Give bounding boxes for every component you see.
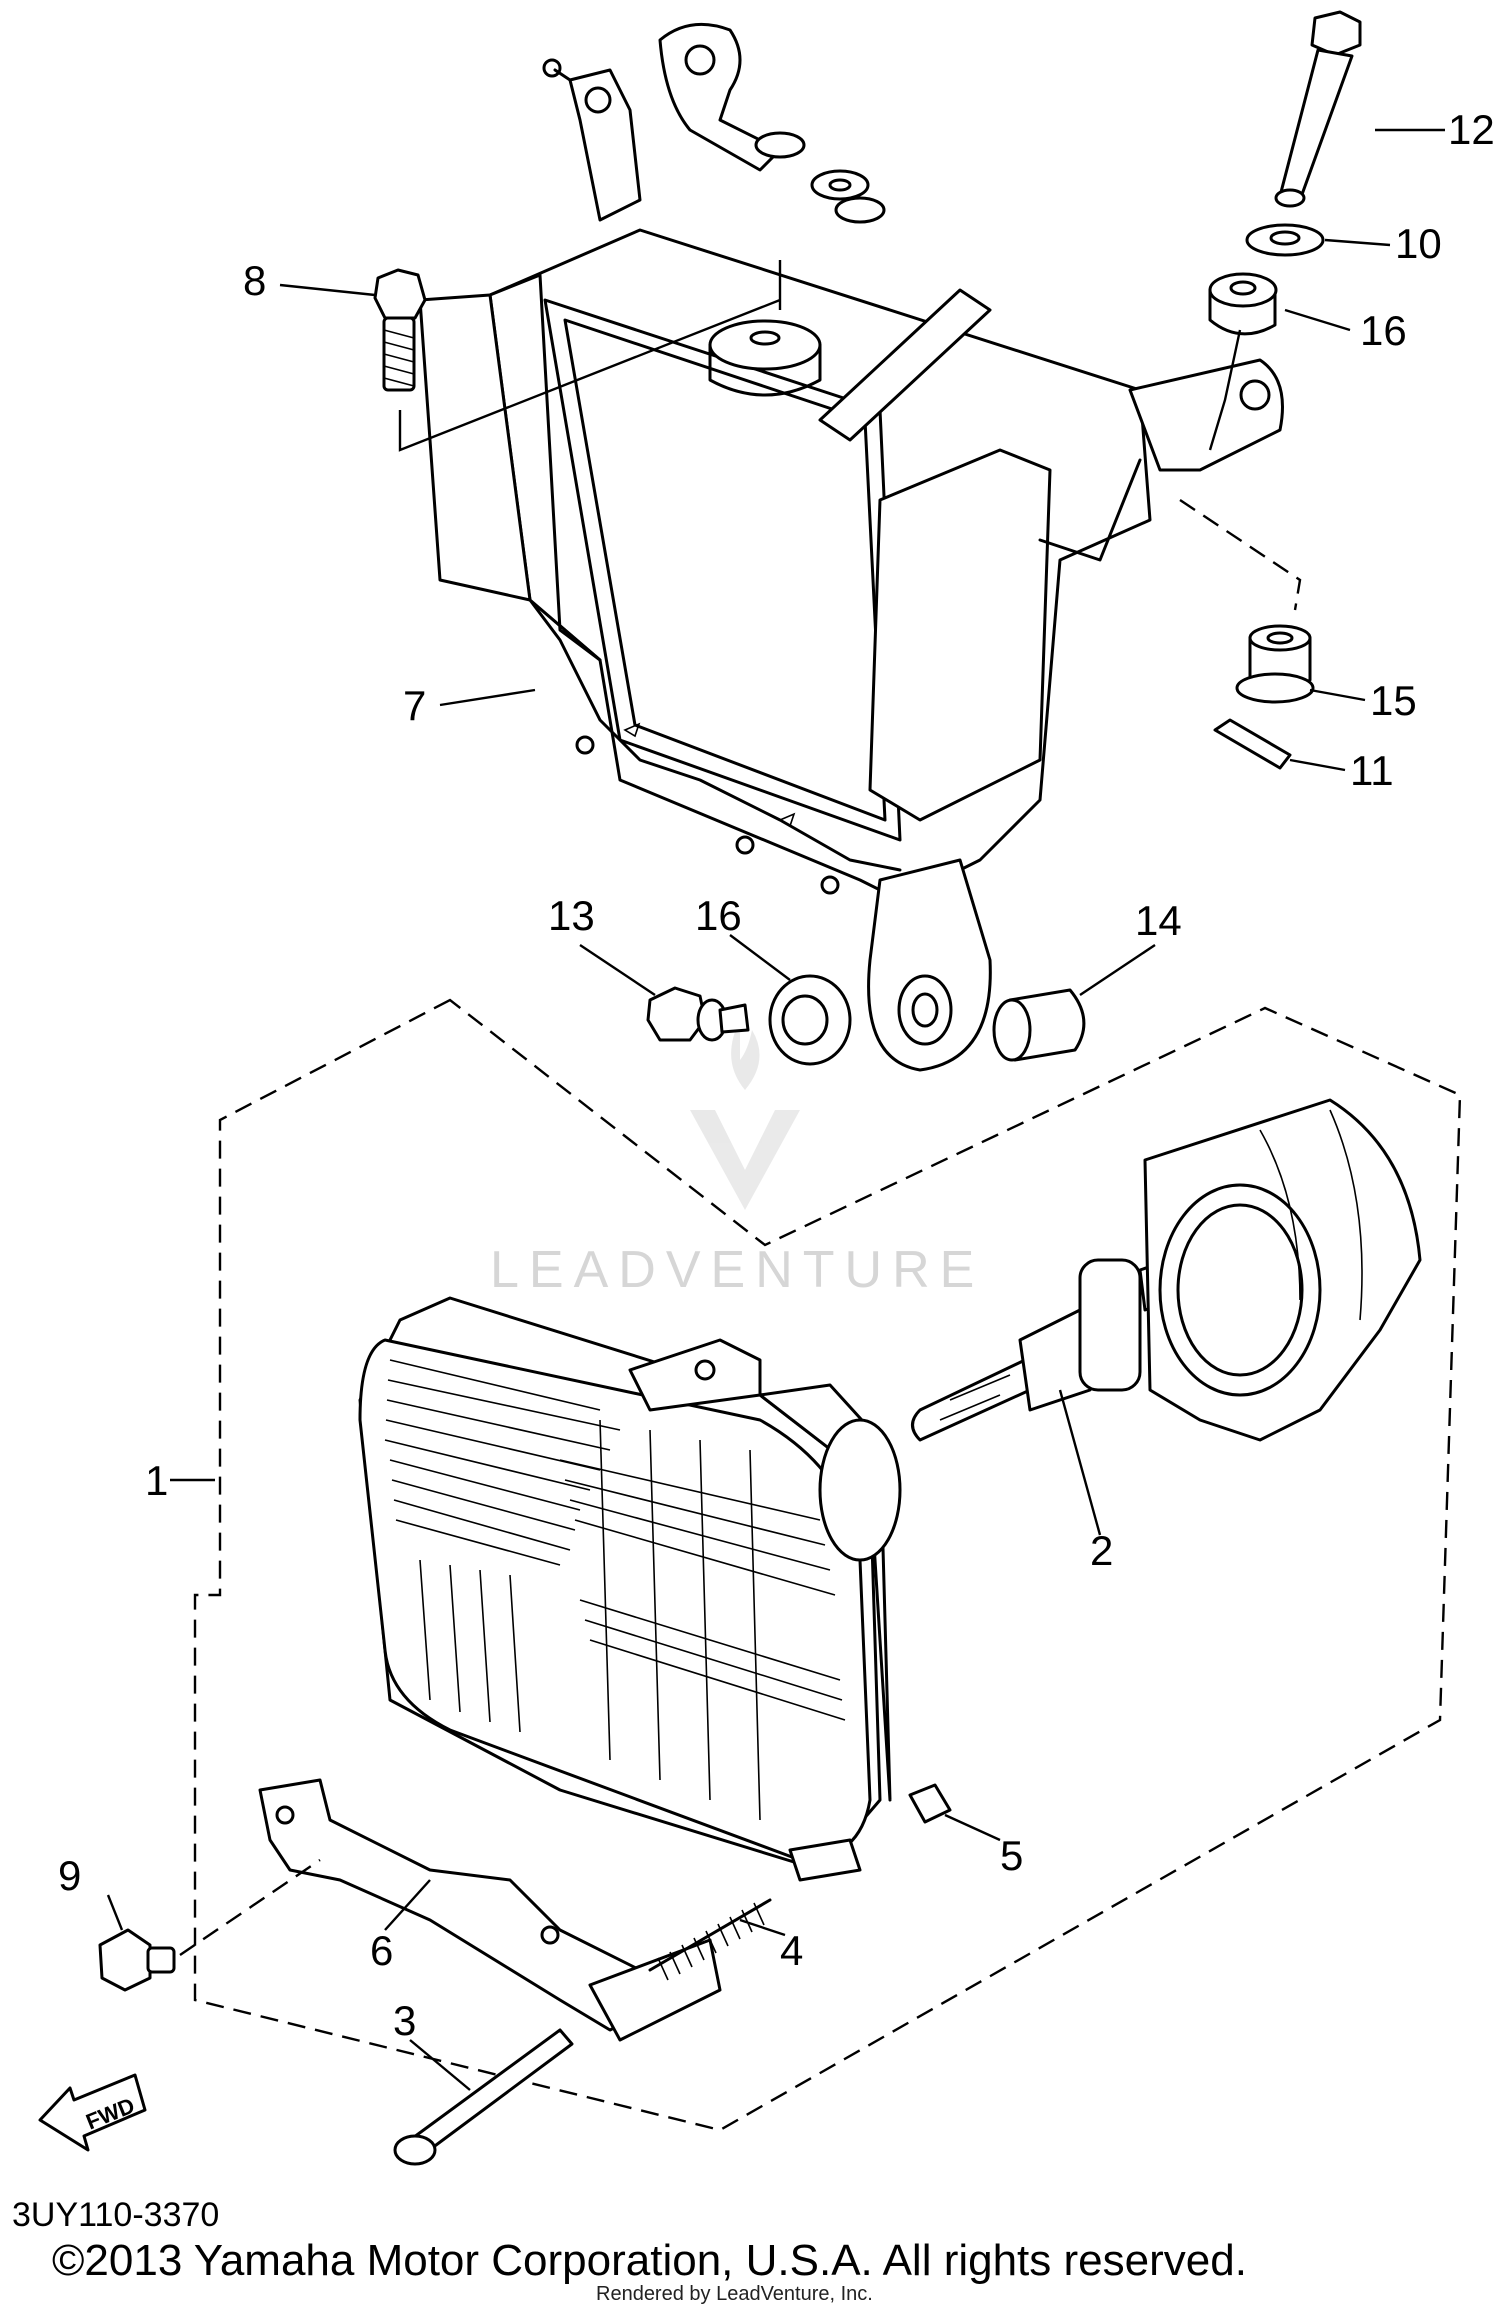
headlight-unit xyxy=(358,1296,902,1882)
callout-3: 3 xyxy=(393,1997,416,2044)
callout-8: 8 xyxy=(243,257,266,304)
grommet-16-upper xyxy=(1208,272,1278,336)
callout-6: 6 xyxy=(370,1927,393,1974)
callout-7: 7 xyxy=(403,682,426,729)
callout-15: 15 xyxy=(1370,677,1417,724)
bolt-12 xyxy=(1274,10,1362,208)
callout-4: 4 xyxy=(780,1927,803,1974)
spring-4 xyxy=(648,1898,772,1981)
bolt-9 xyxy=(98,1928,176,1992)
callout-14: 14 xyxy=(1135,897,1182,944)
callout-5: 5 xyxy=(1000,1832,1023,1879)
callout-9: 9 xyxy=(58,1852,81,1899)
fwd-arrow-icon: FWD xyxy=(38,2073,147,2152)
collar-14 xyxy=(992,988,1086,1062)
rendered-by-note: Rendered by LeadVenture, Inc. xyxy=(596,2283,873,2305)
callout-leaders xyxy=(106,128,1445,2091)
pin-11 xyxy=(1213,718,1292,770)
screw-3 xyxy=(393,2028,574,2166)
collar-15-install-line xyxy=(1179,499,1302,611)
callout-1: 1 xyxy=(145,1457,168,1504)
socket-cover xyxy=(1143,1098,1422,1442)
grommet-16-lower xyxy=(768,974,852,1066)
clip-5 xyxy=(908,1783,952,1824)
diagram-code: 3UY110-3370 xyxy=(12,2196,220,2234)
bolt-9-install-line xyxy=(179,1859,321,1956)
callouts: 12 10 16 15 11 8 7 13 16 14 1 2 5 4 6 9 … xyxy=(58,106,1495,2044)
bolt-8 xyxy=(373,268,427,392)
callout-12: 12 xyxy=(1448,106,1495,153)
watermark: LEADVENTURE xyxy=(490,1241,985,1299)
callout-11: 11 xyxy=(1350,747,1394,794)
washer-10 xyxy=(1245,223,1325,257)
headlight-assembly-boundary xyxy=(193,998,1462,2132)
collar-15 xyxy=(1235,624,1315,704)
callout-2: 2 xyxy=(1090,1527,1113,1574)
callout-13: 13 xyxy=(548,892,595,939)
bracket-6 xyxy=(258,1778,722,2042)
screw-13 xyxy=(646,986,750,1042)
bolt-8-install-line xyxy=(398,298,781,452)
headlight-bracket xyxy=(418,22,1284,1072)
bolt-12-install-line xyxy=(1208,329,1242,451)
callout-16-upper: 16 xyxy=(1360,307,1407,354)
copyright-notice: ©2013 Yamaha Motor Corporation, U.S.A. A… xyxy=(52,2236,1247,2285)
callout-10: 10 xyxy=(1395,220,1442,267)
callout-16-lower: 16 xyxy=(695,892,742,939)
leadventure-watermark-logo xyxy=(690,1020,800,1210)
